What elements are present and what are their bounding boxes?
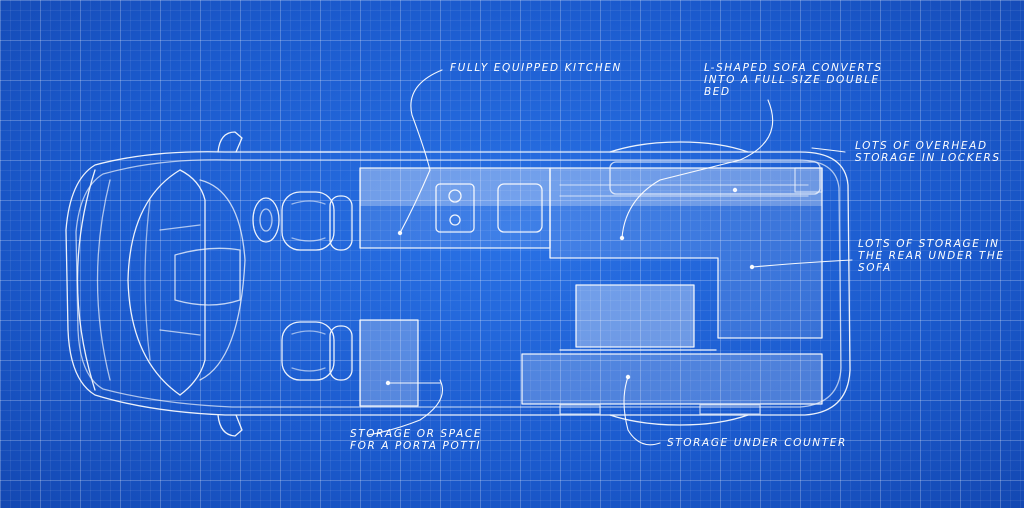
sofa-back-fill xyxy=(550,168,822,206)
lower-counter xyxy=(521,353,823,405)
wheel-arch-rear-top xyxy=(609,141,749,153)
stove xyxy=(435,183,475,233)
table xyxy=(575,284,695,348)
annotation-kitchen: Fully equipped kitchen xyxy=(450,62,622,74)
van-body-inner-outline xyxy=(75,159,842,408)
dashboard xyxy=(199,179,246,381)
table-fill xyxy=(576,285,694,347)
kitchen-fill xyxy=(360,168,550,206)
mirror-top xyxy=(217,131,243,153)
overhead-locker xyxy=(609,161,821,195)
leader-counter xyxy=(623,376,661,446)
porta-potti-cabinet xyxy=(359,319,419,407)
cabinet-fill xyxy=(360,320,418,406)
annotation-sofa: L-shaped sofa converts into a full size … xyxy=(704,62,883,98)
leader-sofa xyxy=(621,99,774,239)
hood-curve xyxy=(76,169,96,391)
marker-counter xyxy=(625,374,631,380)
lower-counter-fill xyxy=(522,354,822,404)
mirror-bottom xyxy=(217,414,243,437)
marker-rear xyxy=(749,264,755,270)
windshield xyxy=(127,169,181,396)
marker-kitchen xyxy=(397,230,403,236)
annotation-rear: Lots of storage in the rear under the so… xyxy=(858,238,1005,274)
leader-overhead xyxy=(811,147,846,153)
annotation-counter: Storage under counter xyxy=(667,437,847,449)
wheel-arch-rear-bottom xyxy=(609,414,749,426)
kitchen-lower-fill xyxy=(360,206,550,248)
windshield-wiper xyxy=(174,247,241,306)
kitchen-sink xyxy=(497,183,543,233)
annotation-potti: Storage or space for a porta potti xyxy=(350,428,483,452)
leader-rear xyxy=(751,259,853,268)
marker-sofa xyxy=(619,235,625,241)
driver-seat xyxy=(281,191,353,251)
van-body-outline xyxy=(65,151,851,416)
annotation-overhead: Lots of overhead storage in lockers xyxy=(855,140,1001,164)
sofa-side-fill xyxy=(718,258,822,338)
stove-burner-top xyxy=(448,189,462,203)
leader-kitchen xyxy=(399,69,443,234)
marker-sofa-back xyxy=(732,187,738,193)
sofa-fill xyxy=(550,206,822,258)
passenger-seat xyxy=(281,321,353,381)
stove-burner-bottom xyxy=(449,214,461,226)
marker-potti xyxy=(385,380,391,386)
leader-potti xyxy=(367,379,444,436)
steering-wheel xyxy=(252,197,280,243)
hood-line xyxy=(179,169,206,396)
